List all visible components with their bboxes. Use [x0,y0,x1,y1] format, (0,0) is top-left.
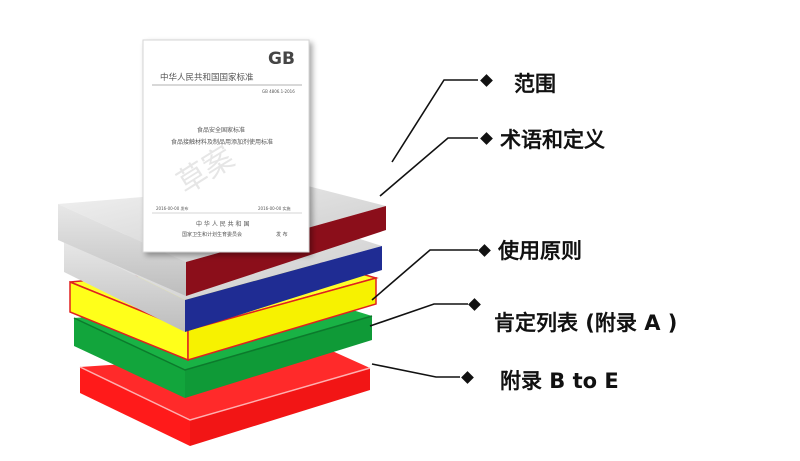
layer-red-front [190,368,370,446]
leader-line-terms [379,137,478,197]
leader-line-positive-list [369,303,468,327]
doc-issuer-line2: 国家卫生和计划生育委员会 [182,231,242,238]
standard-document: GB 中华人民共和国国家标准 GB 4806.1-2016 草案 食品安全国家标… [142,39,310,253]
layer-red-left-side [80,367,190,446]
leader-line-principles [371,249,478,301]
doc-title-line2: 食品接触材料及制品用添加剂使用标准 [171,138,273,146]
doc-issuer-line1: 中 华 人 民 共 和 国 [196,220,249,228]
layer-green-left-side [74,318,185,398]
doc-title-line1: 食品安全国家标准 [197,126,245,134]
doc-number: GB 4806.1-2016 [262,89,295,94]
layer-gray1-left-side [58,204,186,296]
label-terms-definitions: 术语和定义 [500,128,605,152]
label-positive-list: 肯定列表 (附录 A ) [494,311,678,335]
doc-impl-date: 2016-00-00 实施 [258,205,291,211]
layer-gray2-left-side [64,240,185,332]
doc-issue-date: 2016-00-00 发布 [156,205,189,211]
doc-issuer-suffix: 发 布 [276,231,288,238]
layer-gray2-front-blue [185,246,382,332]
leader-line-scope [391,79,478,163]
layer-yellow-front [187,277,377,362]
label-use-principles: 使用原则 [498,239,582,263]
doc-header: 中华人民共和国国家标准 [160,72,254,83]
doc-logo: GB [268,49,295,69]
label-appendix-b-e: 附录 B to E [500,369,619,393]
leader-lines [369,79,478,378]
layer-green-front [185,316,372,398]
label-scope: 范围 [514,72,556,96]
leader-line-appendix [371,363,460,378]
